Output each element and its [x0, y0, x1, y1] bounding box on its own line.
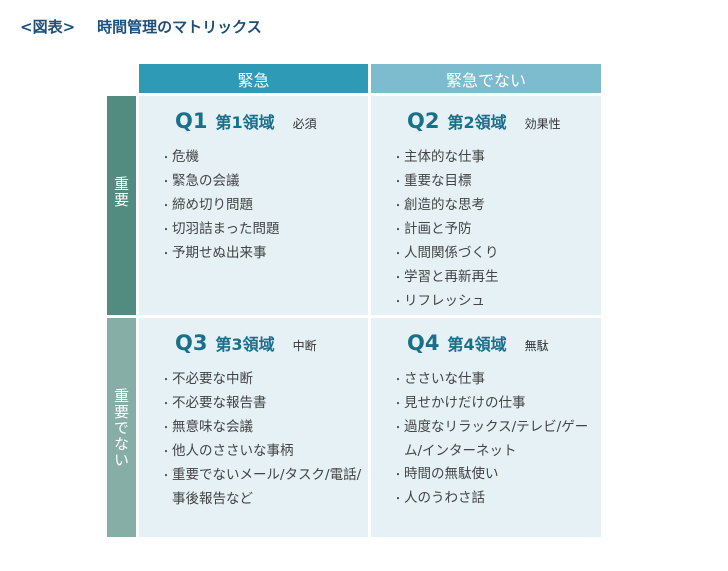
- row-important: 重要: [107, 96, 136, 315]
- list-item: 予期せぬ出来事: [161, 242, 279, 266]
- list-item: リフレッシュ: [393, 290, 499, 314]
- quadrant-id: Q4: [407, 331, 440, 355]
- list-item: 見せかけだけの仕事: [393, 392, 601, 416]
- list-item: 緊急の会議: [161, 170, 279, 194]
- header-urgent: 緊急: [139, 64, 368, 93]
- list-item: 時間の無駄使い: [393, 463, 601, 487]
- quadrant-name: 第3領域: [215, 335, 275, 354]
- quadrant-items: 不必要な中断不必要な報告書無意味な会議他人のささいな事柄重要でないメール/タスク…: [161, 368, 368, 511]
- list-item: 危機: [161, 146, 279, 170]
- quadrant-name: 第2領域: [447, 113, 507, 132]
- figure-title-text: 時間管理のマトリックス: [97, 18, 262, 36]
- list-item: 重要でないメール/タスク/電話/事後報告など: [161, 464, 368, 511]
- quadrant-items: 危機緊急の会議締め切り問題切羽詰まった問題予期せぬ出来事: [161, 146, 279, 266]
- list-item: 学習と再新再生: [393, 266, 499, 290]
- quadrant-name: 第1領域: [215, 113, 275, 132]
- quadrant-heading: Q2 第2領域 効果性: [407, 109, 561, 133]
- list-item: ささいな仕事: [393, 368, 601, 392]
- quadrant-heading: Q1 第1領域 必須: [175, 109, 317, 133]
- quadrant-name: 第4領域: [447, 335, 507, 354]
- quadrant-4: Q4 第4領域 無駄ささいな仕事見せかけだけの仕事過度なリラックス/テレビ/ゲーム/…: [371, 318, 601, 537]
- quadrant-id: Q2: [407, 109, 440, 133]
- header-not-urgent: 緊急でない: [371, 64, 601, 93]
- list-item: 過度なリラックス/テレビ/ゲーム/インターネット: [393, 416, 601, 463]
- list-item: 計画と予防: [393, 218, 499, 242]
- row-not-important-label: 重要でない: [112, 387, 130, 468]
- list-item: 創造的な思考: [393, 194, 499, 218]
- list-item: 不必要な報告書: [161, 392, 368, 416]
- list-item: 締め切り問題: [161, 194, 279, 218]
- quadrant-tag: 無駄: [524, 339, 549, 353]
- quadrant-heading: Q4 第4領域 無駄: [407, 331, 549, 355]
- list-item: 切羽詰まった問題: [161, 218, 279, 242]
- list-item: 重要な目標: [393, 170, 499, 194]
- quadrant-heading: Q3 第3領域 中断: [175, 331, 317, 355]
- quadrant-3: Q3 第3領域 中断不必要な中断不必要な報告書無意味な会議他人のささいな事柄重要でな…: [139, 318, 368, 537]
- quadrant-tag: 中断: [292, 339, 317, 353]
- figure-label: <図表>: [20, 18, 76, 36]
- quadrant-items: 主体的な仕事重要な目標創造的な思考計画と予防人間関係づくり学習と再新再生リフレッ…: [393, 146, 499, 314]
- list-item: 主体的な仕事: [393, 146, 499, 170]
- quadrant-tag: 必須: [292, 117, 317, 131]
- quadrant-tag: 効果性: [524, 117, 561, 131]
- quadrant-1: Q1 第1領域 必須危機緊急の会議締め切り問題切羽詰まった問題予期せぬ出来事: [139, 96, 368, 315]
- list-item: 人間関係づくり: [393, 242, 499, 266]
- figure-title: <図表> 時間管理のマトリックス: [20, 16, 262, 37]
- quadrant-id: Q3: [175, 331, 208, 355]
- row-important-label: 重要: [112, 176, 130, 208]
- list-item: 不必要な中断: [161, 368, 368, 392]
- row-not-important: 重要でない: [107, 318, 136, 537]
- list-item: 無意味な会議: [161, 416, 368, 440]
- list-item: 他人のささいな事柄: [161, 440, 368, 464]
- quadrant-items: ささいな仕事見せかけだけの仕事過度なリラックス/テレビ/ゲーム/インターネット時…: [393, 368, 601, 511]
- quadrant-2: Q2 第2領域 効果性主体的な仕事重要な目標創造的な思考計画と予防人間関係づくり学習…: [371, 96, 601, 315]
- quadrant-id: Q1: [175, 109, 208, 133]
- list-item: 人のうわさ話: [393, 487, 601, 511]
